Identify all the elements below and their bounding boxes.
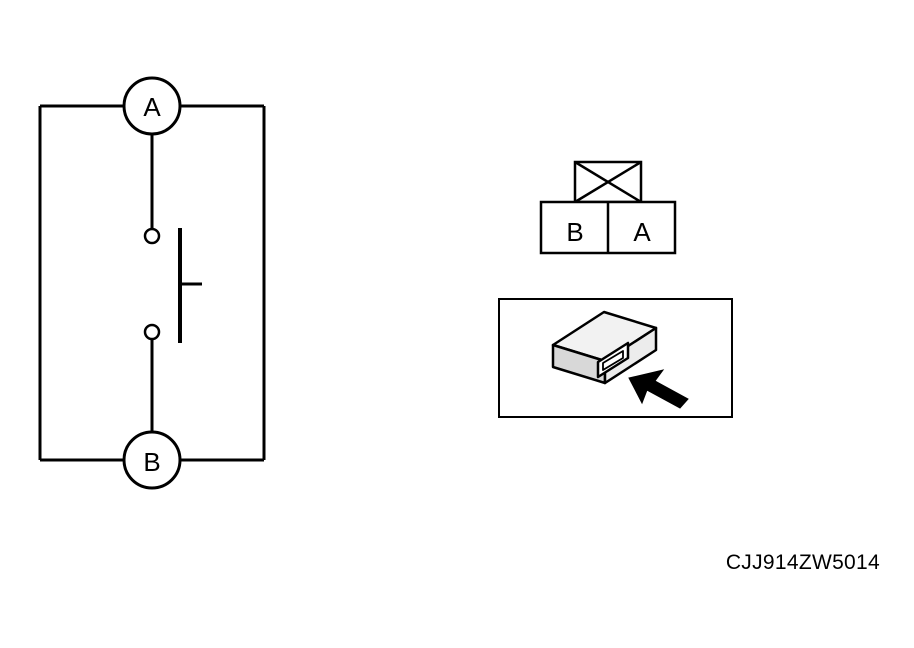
terminal-b-label: B [143, 447, 160, 477]
lock-tab-cross-2 [574, 160, 642, 204]
connector-pin-b-label: B [566, 217, 583, 247]
switch-unit [551, 310, 658, 385]
connector-pin-a-label: A [633, 217, 651, 247]
unit-connector-inner [602, 350, 624, 371]
unit-side-face [603, 326, 658, 385]
location-inset [498, 298, 733, 418]
contact-top [143, 227, 161, 245]
switch-schematic [38, 76, 266, 490]
terminal-a-circle [122, 76, 182, 136]
terminal-b-circle [122, 430, 182, 490]
figure-code: CJJ914ZW5014 [725, 551, 880, 574]
terminal-a-label: A [143, 92, 161, 122]
connector-face [539, 160, 677, 255]
contact-bottom [143, 323, 161, 341]
pointer-arrow-icon [628, 369, 689, 409]
